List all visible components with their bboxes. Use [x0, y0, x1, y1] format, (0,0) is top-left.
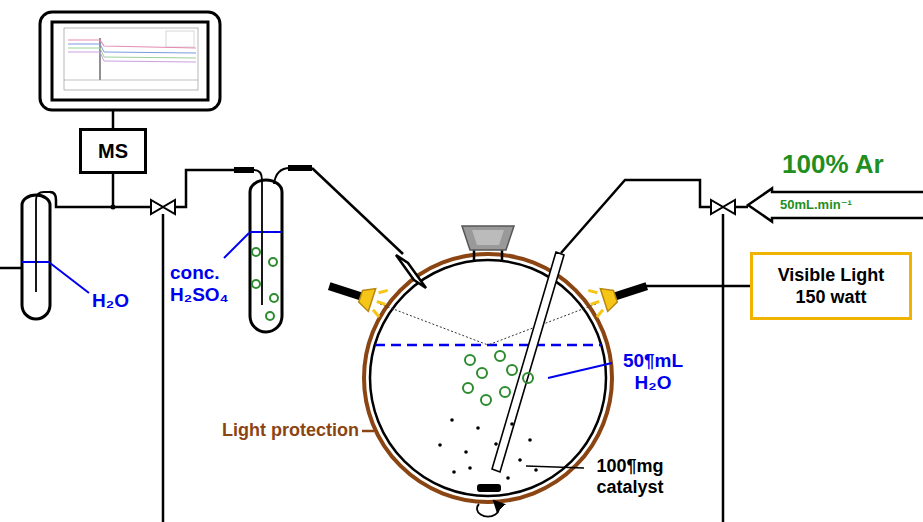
lamp-cable [646, 285, 750, 288]
acid-trap [224, 168, 312, 332]
lamp [586, 273, 651, 318]
monitor [40, 12, 220, 110]
part-label: 100¶mg catalyst [588, 456, 672, 497]
three-way-valve [561, 180, 748, 522]
three-way-valve [151, 170, 254, 522]
leader-line [362, 430, 374, 433]
part-label: Light protection [222, 420, 359, 441]
liquid-label: 50¶mL H₂O [616, 350, 690, 394]
light-source-box: Visible Light 150 watt [750, 252, 912, 320]
sampling-line [112, 174, 115, 207]
gas-flow-arrow: 50mL.min⁻¹ [746, 187, 923, 223]
node-text: Visible Light 150 watt [767, 264, 895, 308]
liquid-label: H₂O [92, 290, 129, 312]
leader-line [526, 466, 584, 468]
lamp [325, 273, 390, 318]
liquid-label: conc. H₂SO₄ [170, 262, 248, 306]
reactor-flask [364, 226, 612, 517]
node-text: 50mL.min⁻¹ [780, 197, 911, 213]
signal-cable [112, 110, 115, 128]
gas-label: 100% Ar [782, 150, 884, 180]
mass-spectrometer-box: MS [79, 128, 147, 174]
gas-line [312, 168, 403, 254]
node-text: MS [98, 139, 128, 163]
leader-line [548, 363, 612, 378]
water-bubbler [0, 192, 151, 319]
